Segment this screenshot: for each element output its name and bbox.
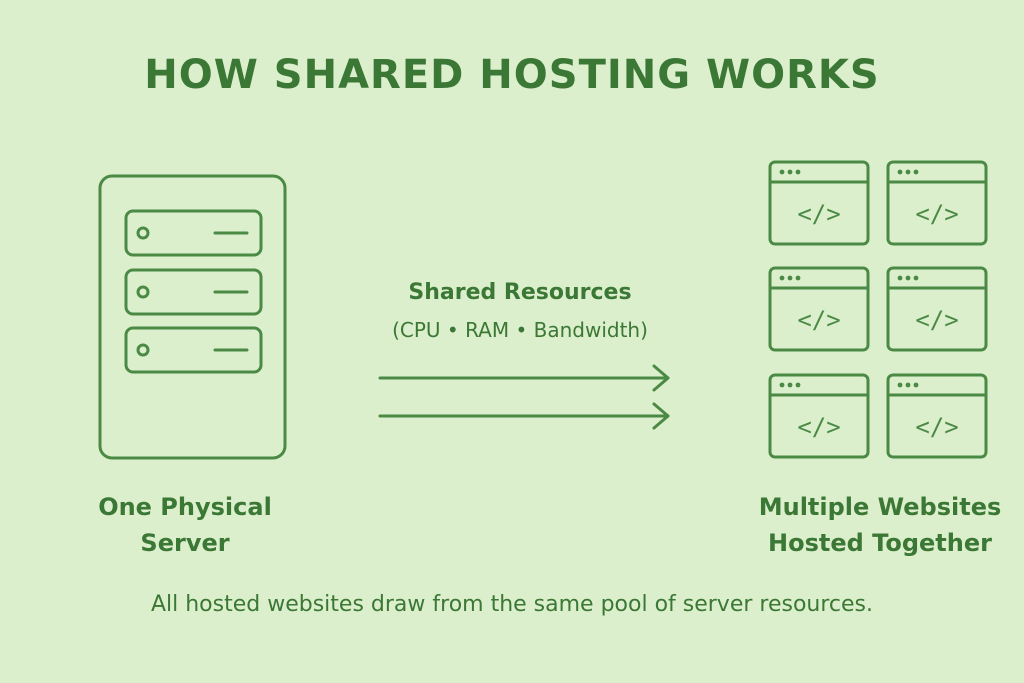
websites-label: Multiple Websites Hosted Together: [740, 489, 1020, 561]
arrow-2: [378, 402, 670, 430]
arrow-1: [378, 364, 670, 392]
server-drive-1: [124, 209, 263, 257]
resources-subtitle: (CPU • RAM • Bandwidth): [392, 318, 648, 342]
server-drive-2: [124, 268, 263, 316]
code-glyph: </>: [915, 200, 958, 228]
code-glyph: </>: [915, 413, 958, 441]
server-label-line1: One Physical: [98, 493, 272, 521]
websites-label-line1: Multiple Websites: [758, 493, 1002, 521]
diagram-title: HOW SHARED HOSTING WORKS: [144, 52, 880, 98]
server-drive-3: [124, 326, 263, 374]
code-glyph: </>: [797, 306, 840, 334]
code-glyph: </>: [915, 306, 958, 334]
website-window-icon: </>: [768, 266, 870, 352]
website-window-icon: </>: [768, 373, 870, 459]
code-glyph: </>: [797, 200, 840, 228]
websites-grid: </> </> </> </> </> </>: [768, 160, 988, 459]
code-glyph: </>: [797, 413, 840, 441]
website-window-icon: </>: [886, 373, 988, 459]
caption: All hosted websites draw from the same p…: [150, 592, 874, 617]
server-label-line2: Server: [140, 529, 230, 557]
website-window-icon: </>: [886, 160, 988, 246]
website-window-icon: </>: [768, 160, 870, 246]
server-icon: [98, 174, 287, 460]
server-label: One Physical Server: [60, 489, 310, 561]
websites-label-line2: Hosted Together: [768, 529, 992, 557]
resources-title: Shared Resources: [408, 280, 632, 305]
website-window-icon: </>: [886, 266, 988, 352]
